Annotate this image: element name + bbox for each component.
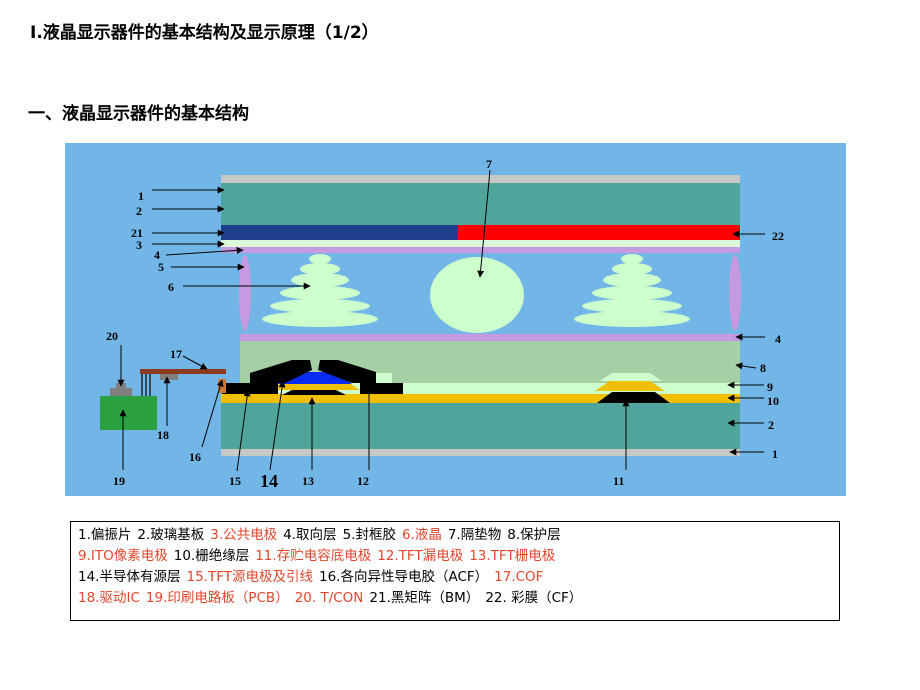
label-2: 2 — [136, 204, 142, 218]
legend-item: 2.玻璃基板 — [137, 527, 205, 543]
lcd-structure-diagram: 1 2 21 3 4 5 6 7 20 17 18 16 19 15 14 13… — [65, 143, 846, 496]
label-12: 12 — [357, 474, 369, 488]
tft-source-lead — [222, 383, 278, 394]
label-9: 9 — [767, 380, 773, 394]
storage-capacitor-electrode — [597, 392, 670, 403]
left-sealant — [239, 255, 251, 331]
legend-item: 6.液晶 — [401, 527, 442, 543]
legend-line-3: 14.半导体有源层 15.TFT源电极及引线 16.各向异性导电胶（ACF） 17.C… — [78, 567, 832, 588]
legend-item: 19.印刷电路板（PCB） — [145, 590, 289, 606]
pcb — [100, 396, 157, 430]
label-8: 8 — [760, 361, 766, 375]
legend-item: 16.各向异性导电胶（ACF） — [318, 569, 489, 585]
legend-box: 1.偏振片 2.玻璃基板 3.公共电极 4.取向层 5.封框胶 6.液晶 7.隔垫物 8.保护… — [70, 521, 840, 621]
legend-item: 21.黑矩阵（BM） — [369, 590, 480, 606]
label-14: 14 — [260, 471, 278, 491]
legend-item: 20. T/CON — [294, 590, 364, 606]
label-10: 10 — [767, 394, 779, 408]
callout-arrows — [117, 169, 765, 472]
label-2-bottom: 2 — [768, 418, 774, 432]
spacer — [430, 257, 524, 333]
legend-item: 18.驱动IC — [78, 590, 140, 606]
label-18: 18 — [157, 428, 169, 442]
black-matrix — [221, 225, 458, 240]
legend-line-1: 1.偏振片 2.玻璃基板 3.公共电极 4.取向层 5.封框胶 6.液晶 7.隔垫物 8.保护… — [78, 525, 832, 546]
top-alignment-layer — [221, 247, 740, 253]
label-1-bottom: 1 — [772, 447, 778, 461]
via-contact — [376, 373, 392, 383]
legend-item: 10.栅绝缘层 — [173, 548, 250, 564]
legend-item: 12.TFT漏电极 — [377, 548, 464, 564]
label-19: 19 — [113, 474, 125, 488]
right-sealant — [729, 255, 741, 331]
legend-line-4: 18.驱动IC 19.印刷电路板（PCB） 20. T/CON 21.黑矩阵（BM） 2… — [78, 588, 832, 609]
gate-insulator — [221, 394, 740, 403]
label-3: 3 — [136, 238, 142, 252]
top-glass-substrate — [221, 183, 740, 225]
tft-drain-lead — [360, 383, 403, 394]
capacitor-insulator-bump — [595, 381, 665, 391]
legend-item: 14.半导体有源层 — [78, 569, 181, 585]
label-5: 5 — [158, 260, 164, 274]
label-20: 20 — [106, 329, 118, 343]
legend-item: 11.存贮电容底电极 — [255, 548, 372, 564]
tcon-base — [110, 388, 132, 396]
legend-item: 13.TFT栅电极 — [469, 548, 556, 564]
label-13: 13 — [302, 474, 314, 488]
legend-item: 15.TFT源电极及引线 — [186, 569, 313, 585]
liquid-crystal-left — [262, 254, 378, 327]
legend-item: 1.偏振片 — [78, 527, 132, 543]
label-17: 17 — [170, 347, 182, 361]
label-4-top: 4 — [154, 248, 160, 262]
legend-item: 3.公共电极 — [210, 527, 278, 543]
legend-item: 17.COF — [494, 569, 544, 585]
driver-ic — [160, 374, 178, 380]
ito-pixel-electrode — [240, 383, 740, 394]
legend-item: 7.隔垫物 — [447, 527, 502, 543]
top-polarizer — [221, 175, 740, 183]
label-22: 22 — [772, 229, 784, 243]
label-21: 21 — [131, 226, 143, 240]
tft-drain-top — [318, 360, 376, 383]
cof — [140, 369, 226, 374]
bottom-polarizer — [221, 449, 740, 456]
legend-item: 5.封框胶 — [342, 527, 396, 543]
liquid-crystal-right — [574, 254, 690, 327]
label-11: 11 — [613, 474, 624, 488]
common-electrode — [221, 240, 740, 247]
label-7: 7 — [486, 157, 492, 171]
capacitor-pixel-electrode — [600, 373, 662, 381]
label-15: 15 — [229, 474, 241, 488]
bottom-glass-substrate — [221, 403, 740, 449]
label-16: 16 — [189, 450, 201, 464]
legend-item: 4.取向层 — [283, 527, 337, 543]
slide-title: Ⅰ.液晶显示器件的基本结构及显示原理（1/2） — [30, 23, 379, 43]
tft-source-electrode — [250, 360, 312, 383]
legend-item: 9.ITO像素电极 — [78, 548, 168, 564]
bottom-alignment-layer — [240, 334, 740, 341]
legend-line-2: 9.ITO像素电极 10.栅绝缘层 11.存贮电容底电极 12.TFT漏电极 13.TF… — [78, 546, 832, 567]
label-1: 1 — [138, 189, 144, 203]
section-heading: 一、液晶显示器件的基本结构 — [28, 104, 249, 124]
label-6: 6 — [168, 280, 174, 294]
legend-item: 22. 彩膜（CF） — [485, 590, 583, 606]
legend-item: 8.保护层 — [507, 527, 561, 543]
label-4-bottom: 4 — [775, 332, 781, 346]
color-filter — [458, 225, 740, 240]
